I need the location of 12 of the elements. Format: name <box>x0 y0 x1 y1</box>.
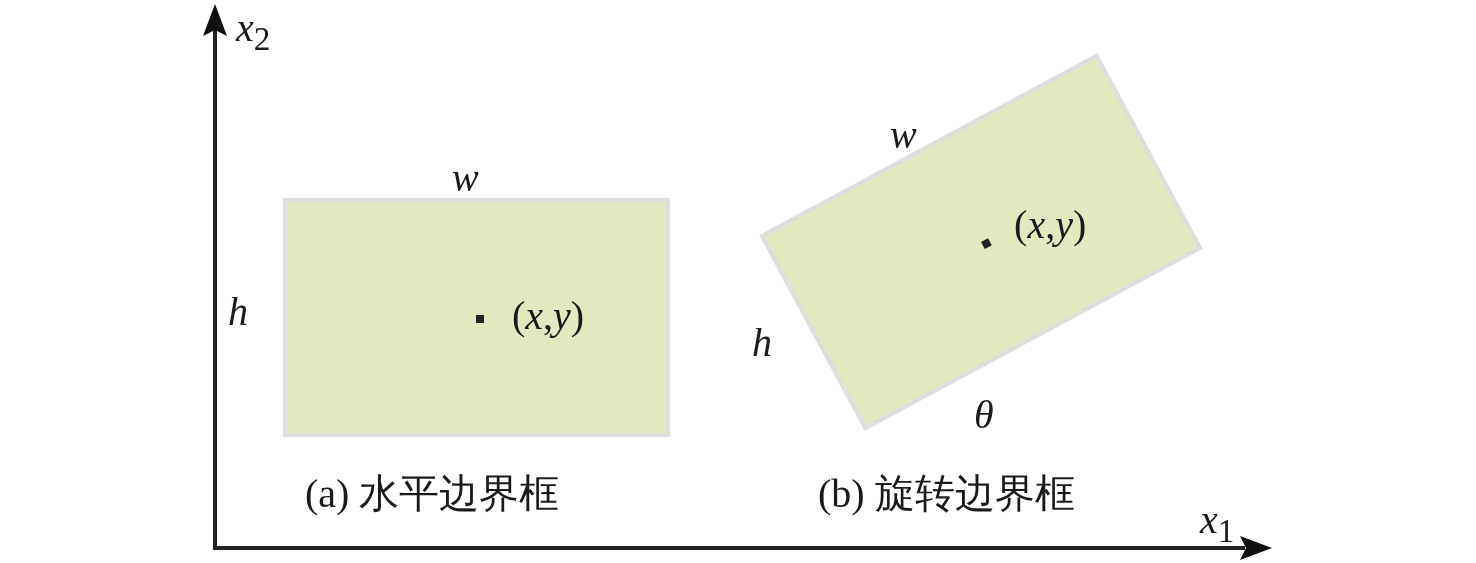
axis-label: x$_{1}$ <box>1200 500 1235 548</box>
dimension-label: h <box>752 323 772 363</box>
axis-label: x$_{2}$ <box>236 8 271 56</box>
dimension-label: w <box>452 158 479 198</box>
coordinate-label: (x,y) <box>512 296 585 336</box>
caption: (a) 水平边界框 <box>305 474 560 514</box>
caption: (b) 旋转边界框 <box>818 474 1075 514</box>
dimension-label: h <box>228 292 248 332</box>
angle-label: θ <box>974 395 994 435</box>
coordinate-label: (x,y) <box>1014 205 1087 246</box>
dimension-label: w <box>890 115 917 155</box>
bounding-box <box>283 198 670 437</box>
